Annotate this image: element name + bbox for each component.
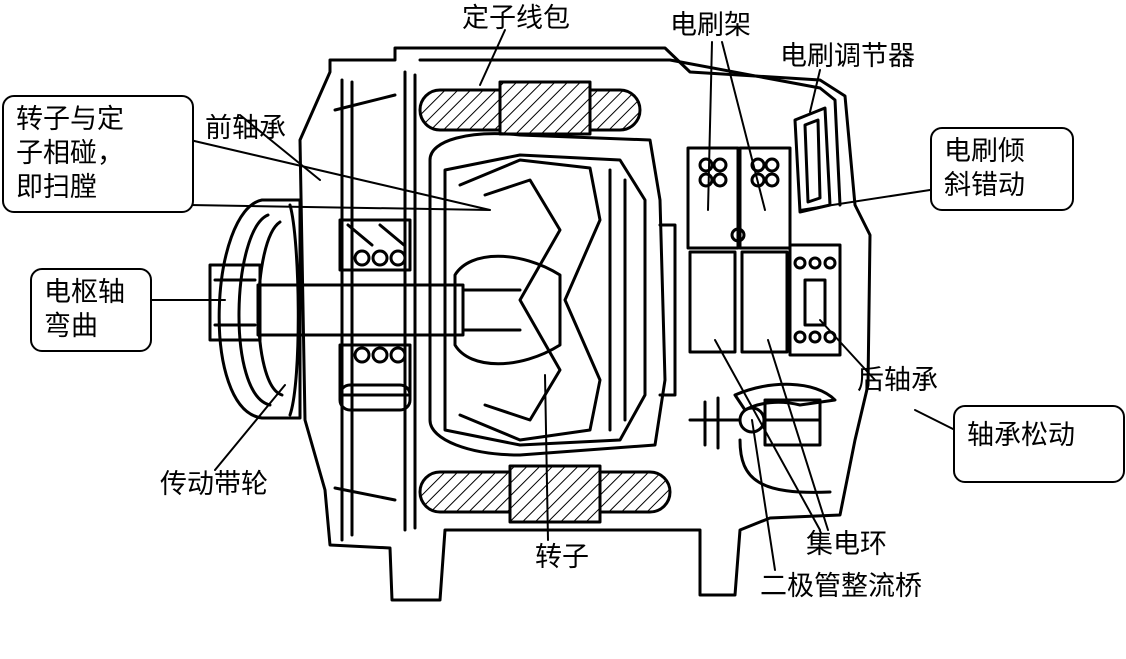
rear-bearing [788,243,842,357]
stator-core [418,80,672,524]
callout-line: 斜错动 [944,170,1025,201]
callout-line: 电枢轴 [44,277,125,308]
shaft-nut [208,263,262,342]
label-rotor: 转子 [535,542,589,573]
callout-brush-tilt: 电刷倾 斜错动 [930,127,1074,211]
label-diode-bridge: 二极管整流桥 [760,571,922,602]
housing [298,46,872,602]
label-brush-holder: 电刷架 [670,10,751,41]
front-bearing [338,218,412,397]
rotor [428,132,677,457]
callout-line: 电刷倾 [944,136,1025,167]
label-front-bearing: 前轴承 [205,113,286,144]
brush-holder [686,146,792,354]
callout-line: 弯曲 [44,311,98,342]
callout-rotor-stator-rub: 转子与定 子相碰， 即扫膛 [2,95,194,213]
callout-line: 轴承松动 [967,420,1075,451]
label-rear-bearing: 后轴承 [857,365,938,396]
callout-bearing-loose: 轴承松动 [953,405,1125,483]
callout-line: 转子与定 [16,104,124,135]
callout-line: 即扫膛 [16,172,97,203]
label-stator-coil: 定子线包 [462,3,570,34]
label-drive-pulley: 传动带轮 [160,469,268,500]
label-brush-regulator: 电刷调节器 [780,41,915,72]
armature-shaft [256,283,465,337]
callout-shaft-bent: 电枢轴 弯曲 [30,268,152,352]
drive-pulley [217,198,302,420]
label-slip-ring: 集电环 [806,529,887,560]
callout-line: 子相碰， [16,138,124,169]
diode-bridge [688,382,837,494]
